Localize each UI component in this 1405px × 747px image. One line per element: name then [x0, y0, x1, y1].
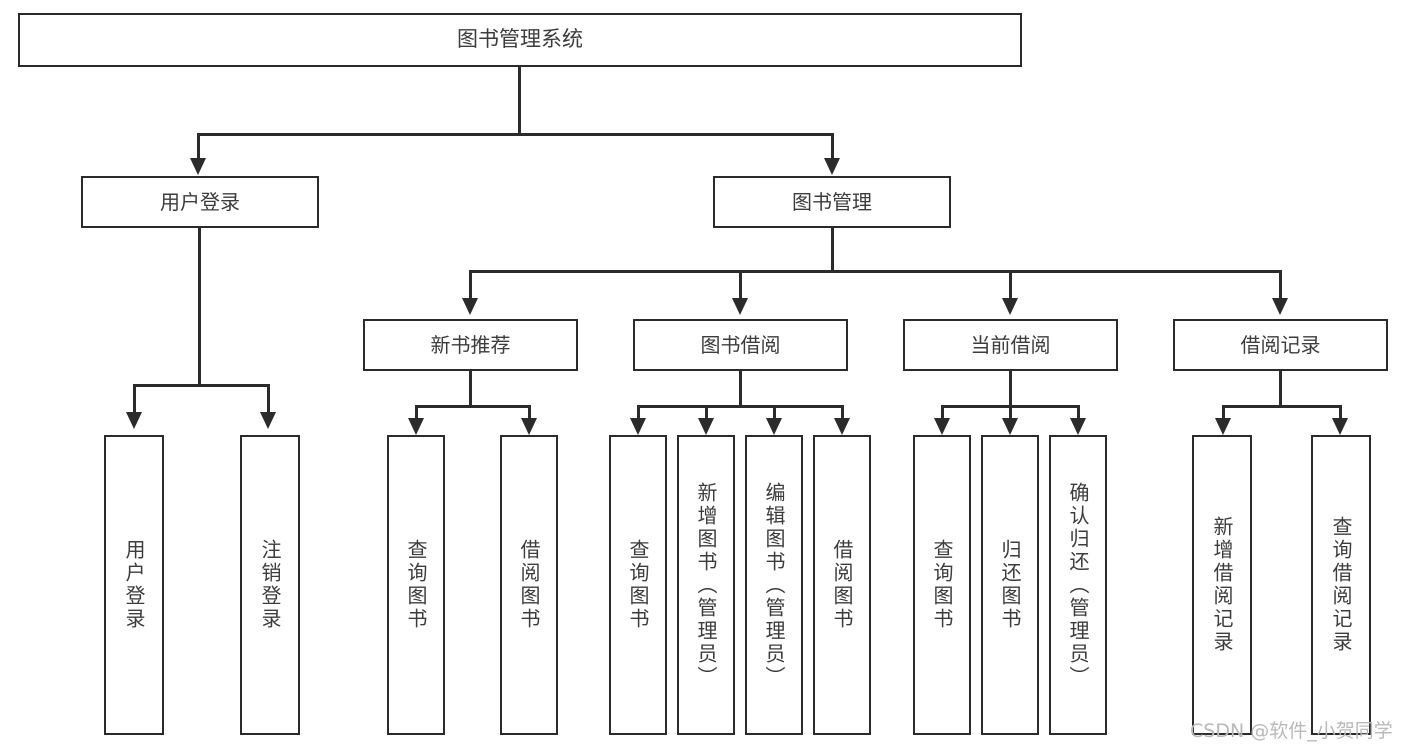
arrow-icon-to-user-login	[190, 158, 206, 175]
edge-book-borrow-drop-1	[637, 405, 640, 425]
leaf-edit-book[interactable]: 编辑图书（管理员）	[745, 435, 803, 735]
leaf-logout[interactable]: 注销登录	[240, 435, 300, 735]
node-borrow-record[interactable]: 借阅记录	[1173, 319, 1388, 371]
node-label: 编辑图书（管理员）	[762, 481, 786, 689]
node-label: 新增图书（管理员）	[694, 481, 718, 689]
leaf-borrow-book-1[interactable]: 借阅图书	[500, 435, 558, 735]
edge-user-login-stem	[198, 228, 201, 386]
node-label: 当前借阅	[970, 333, 1051, 357]
edge-current-borrow-stem	[1009, 371, 1012, 407]
watermark-text: CSDN @软件_小贺同学	[1190, 720, 1393, 742]
node-current-borrow[interactable]: 当前借阅	[903, 319, 1118, 371]
leaf-query-book-1[interactable]: 查询图书	[387, 435, 445, 735]
node-label: 借阅图书	[830, 539, 854, 631]
leaf-user-login[interactable]: 用户登录	[104, 435, 164, 735]
leaf-borrow-book-2[interactable]: 借阅图书	[813, 435, 871, 735]
node-label: 查询图书	[930, 539, 954, 631]
edge-drop-book-borrow	[739, 270, 742, 302]
edge-drop-borrow-record	[1279, 270, 1282, 302]
arrow-icon-to-leaf-borrow-book-2	[834, 418, 850, 435]
arrow-icon-to-leaf-logout	[260, 412, 276, 429]
arrow-icon-to-leaf-query-book-2	[630, 418, 646, 435]
edge-new-book-recommend-drop-1	[415, 405, 418, 425]
node-label: 注销登录	[258, 539, 282, 631]
arrow-icon-to-leaf-query-record	[1332, 418, 1348, 435]
arrow-icon-to-leaf-borrow-book-1	[521, 418, 537, 435]
arrow-icon-to-book-borrow	[732, 298, 748, 315]
node-label: 图书管理	[792, 190, 872, 214]
node-label: 归还图书	[998, 539, 1022, 631]
edge-new-book-recommend-stem	[469, 371, 472, 407]
arrow-icon-to-leaf-add-book	[698, 418, 714, 435]
edge-book-borrow-drop-3	[773, 405, 776, 425]
arrow-icon-to-new-book-recommend	[462, 298, 478, 315]
node-label: 借阅图书	[517, 539, 541, 631]
node-label: 用户登录	[122, 539, 146, 631]
leaf-confirm-return[interactable]: 确认归还（管理员）	[1049, 435, 1107, 735]
edge-root-drop-user-login	[197, 133, 200, 161]
arrow-icon-to-leaf-return-book	[1002, 418, 1018, 435]
edge-borrow-record-stem	[1279, 371, 1282, 407]
edge-book-manage-bus	[469, 270, 1281, 273]
arrow-icon-to-leaf-confirm-return	[1070, 418, 1086, 435]
edge-user-login-drop-1	[133, 384, 136, 416]
edge-borrow-record-drop-1	[1222, 405, 1225, 425]
edge-root-drop-book-manage	[831, 133, 834, 161]
edge-borrow-record-bus	[1222, 405, 1342, 408]
arrow-icon-to-book-manage	[824, 158, 840, 175]
arrow-icon-to-leaf-user-login	[126, 412, 142, 429]
arrow-icon-to-leaf-query-book-3	[934, 418, 950, 435]
edge-current-borrow-drop-1	[941, 405, 944, 425]
node-new-book-recommend[interactable]: 新书推荐	[363, 319, 578, 371]
edge-new-book-recommend-bus	[415, 405, 531, 408]
node-label: 借阅记录	[1240, 333, 1321, 357]
edge-root-bus	[197, 133, 834, 136]
node-label: 用户登录	[160, 190, 240, 214]
node-user-login[interactable]: 用户登录	[81, 176, 319, 228]
node-label: 图书借阅	[700, 333, 781, 357]
arrow-icon-to-leaf-edit-book	[766, 418, 782, 435]
arrow-icon-to-leaf-add-record	[1215, 418, 1231, 435]
edge-drop-current-borrow	[1009, 270, 1012, 302]
edge-current-borrow-drop-3	[1077, 405, 1080, 425]
node-label: 图书管理系统	[457, 27, 583, 52]
node-label: 查询图书	[626, 539, 650, 631]
edge-book-borrow-drop-4	[841, 405, 844, 425]
edge-new-book-recommend-drop-2	[528, 405, 531, 425]
node-label: 新增借阅记录	[1210, 516, 1234, 654]
node-label: 新书推荐	[430, 333, 511, 357]
leaf-query-record[interactable]: 查询借阅记录	[1311, 435, 1371, 735]
edge-borrow-record-drop-2	[1339, 405, 1342, 425]
leaf-query-book-2[interactable]: 查询图书	[609, 435, 667, 735]
node-root-system[interactable]: 图书管理系统	[18, 13, 1022, 67]
leaf-query-book-3[interactable]: 查询图书	[913, 435, 971, 735]
edge-root-stem	[518, 67, 521, 133]
arrow-icon-to-borrow-record	[1272, 298, 1288, 315]
edge-current-borrow-drop-2	[1009, 405, 1012, 425]
edge-user-login-bus	[133, 384, 270, 387]
edge-book-borrow-stem	[739, 371, 742, 407]
edge-user-login-drop-2	[267, 384, 270, 416]
edge-book-manage-stem	[831, 228, 834, 272]
edge-book-borrow-bus	[637, 405, 843, 408]
leaf-add-record[interactable]: 新增借阅记录	[1192, 435, 1252, 735]
node-book-borrow[interactable]: 图书借阅	[633, 319, 848, 371]
node-label: 确认归还（管理员）	[1066, 481, 1090, 689]
leaf-add-book[interactable]: 新增图书（管理员）	[677, 435, 735, 735]
edge-drop-new-book-recommend	[469, 270, 472, 302]
node-label: 查询图书	[404, 539, 428, 631]
arrow-icon-to-current-borrow	[1002, 298, 1018, 315]
leaf-return-book[interactable]: 归还图书	[981, 435, 1039, 735]
node-book-manage[interactable]: 图书管理	[713, 176, 951, 228]
arrow-icon-to-leaf-query-book-1	[408, 418, 424, 435]
edge-book-borrow-drop-2	[705, 405, 708, 425]
node-label: 查询借阅记录	[1329, 516, 1353, 654]
